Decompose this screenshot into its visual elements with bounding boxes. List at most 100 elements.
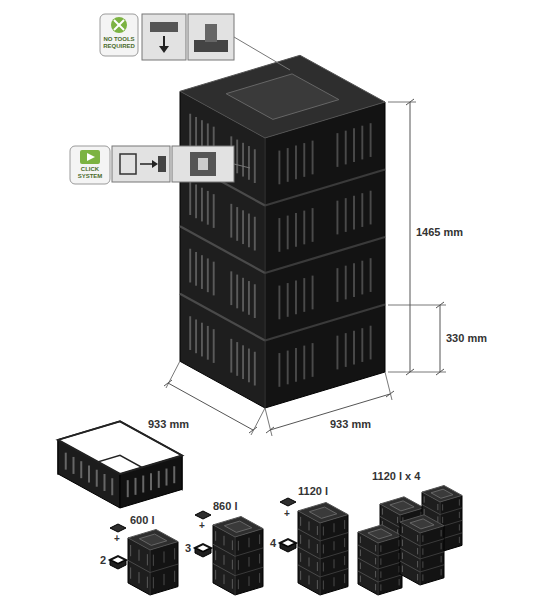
vent-slit bbox=[424, 509, 425, 515]
vent-slit bbox=[344, 574, 345, 583]
vent-slit bbox=[215, 531, 216, 541]
dimension-label: 1465 mm bbox=[416, 226, 463, 238]
vent-slit bbox=[213, 329, 215, 363]
bin-left-face bbox=[298, 511, 320, 595]
tier-seam bbox=[440, 508, 462, 515]
vent-slit bbox=[303, 211, 305, 245]
dimension-label: 933 mm bbox=[330, 418, 371, 430]
vent-slit bbox=[295, 348, 297, 382]
vent-slit bbox=[207, 258, 209, 292]
detail-panel bbox=[188, 14, 234, 60]
vent-slit bbox=[309, 521, 310, 530]
vent-slit bbox=[213, 194, 215, 228]
vent-slit bbox=[417, 535, 418, 542]
vent-slit bbox=[300, 517, 301, 526]
tier-seam bbox=[358, 545, 378, 556]
vent-slit bbox=[353, 263, 355, 297]
vent-slit bbox=[334, 577, 335, 586]
tier-seam bbox=[235, 548, 263, 556]
detail-panel bbox=[172, 146, 234, 182]
dimension-line bbox=[270, 394, 390, 430]
vent-slit bbox=[442, 517, 443, 523]
tier-seam bbox=[298, 565, 320, 577]
dimension-tick bbox=[436, 302, 444, 308]
detail-panel bbox=[142, 14, 186, 60]
vent-slit bbox=[380, 571, 381, 578]
vent-slit bbox=[303, 346, 305, 380]
dimension-label: 3 bbox=[185, 542, 191, 554]
vent-slit bbox=[224, 555, 225, 565]
vent-slit bbox=[232, 540, 233, 550]
vent-slit bbox=[249, 557, 250, 567]
bin-lid bbox=[213, 517, 263, 538]
vent-slit bbox=[402, 553, 403, 560]
vent-slit bbox=[334, 523, 335, 532]
vent-slit bbox=[287, 283, 289, 317]
ring-icon bbox=[110, 560, 126, 569]
clip-detail bbox=[205, 24, 217, 42]
vent-slit bbox=[345, 198, 347, 232]
vent-slit bbox=[287, 351, 289, 385]
vent-slit bbox=[361, 126, 363, 160]
dimension-label: 2 bbox=[100, 554, 106, 566]
tier-seam bbox=[358, 571, 378, 582]
vent-slit bbox=[417, 561, 418, 568]
icon-caption: NO TOOLS REQUIRED bbox=[101, 36, 137, 49]
dimension-tick bbox=[249, 427, 257, 433]
vent-slit bbox=[295, 281, 297, 315]
bin-lid bbox=[180, 55, 385, 138]
vent-slit bbox=[317, 562, 318, 571]
vent-slit bbox=[382, 508, 383, 514]
dimension-label: 933 mm bbox=[148, 418, 189, 430]
tier-seam bbox=[400, 548, 420, 559]
frame-vent bbox=[150, 473, 152, 490]
vent-slit bbox=[441, 543, 442, 550]
click-part bbox=[120, 154, 136, 174]
vent-slit bbox=[164, 574, 165, 585]
vent-slit bbox=[287, 216, 289, 250]
lid-panel bbox=[368, 529, 392, 539]
vent-slit bbox=[259, 554, 260, 564]
vent-slit bbox=[459, 537, 460, 543]
tier-seam bbox=[298, 547, 320, 559]
tool-symbol bbox=[114, 20, 124, 30]
vent-slit bbox=[147, 577, 148, 588]
vent-slit bbox=[300, 571, 301, 580]
vent-slit bbox=[399, 553, 400, 560]
vent-slit bbox=[195, 184, 197, 218]
vent-slit bbox=[195, 252, 197, 286]
arrow-head bbox=[159, 46, 169, 53]
vent-slit bbox=[242, 143, 244, 177]
vent-slit bbox=[215, 551, 216, 561]
vent-slit bbox=[361, 261, 363, 295]
dimension-label: 600 l bbox=[130, 514, 154, 526]
bin-corner bbox=[378, 543, 379, 595]
dimension-tick bbox=[436, 369, 444, 375]
vent-slit bbox=[422, 535, 423, 542]
bin-lid bbox=[128, 530, 178, 551]
dimension-line bbox=[410, 102, 411, 372]
dimension-label: + bbox=[199, 520, 205, 531]
vent-slit bbox=[459, 524, 460, 530]
tier-seam bbox=[420, 552, 444, 559]
vent-slit bbox=[375, 571, 376, 578]
vent-slit bbox=[174, 571, 175, 582]
frame-vent bbox=[166, 469, 168, 486]
vent-slit bbox=[345, 131, 347, 165]
vent-slit bbox=[303, 143, 305, 177]
vent-slit bbox=[397, 517, 398, 523]
bin-right-face bbox=[320, 515, 348, 595]
extension-line bbox=[388, 305, 446, 306]
vent-slit bbox=[238, 560, 239, 570]
vent-slit bbox=[164, 551, 165, 562]
arrow-head bbox=[152, 160, 158, 168]
vent-slit bbox=[278, 286, 280, 320]
vent-slit bbox=[232, 560, 233, 570]
bin-right-face bbox=[235, 529, 263, 595]
tier-seam bbox=[150, 564, 178, 572]
icon-caption: CLICK SYSTEM bbox=[71, 166, 109, 179]
vent-slit bbox=[399, 579, 400, 586]
vent-slit bbox=[248, 146, 250, 180]
no-tools-icon bbox=[100, 14, 138, 56]
